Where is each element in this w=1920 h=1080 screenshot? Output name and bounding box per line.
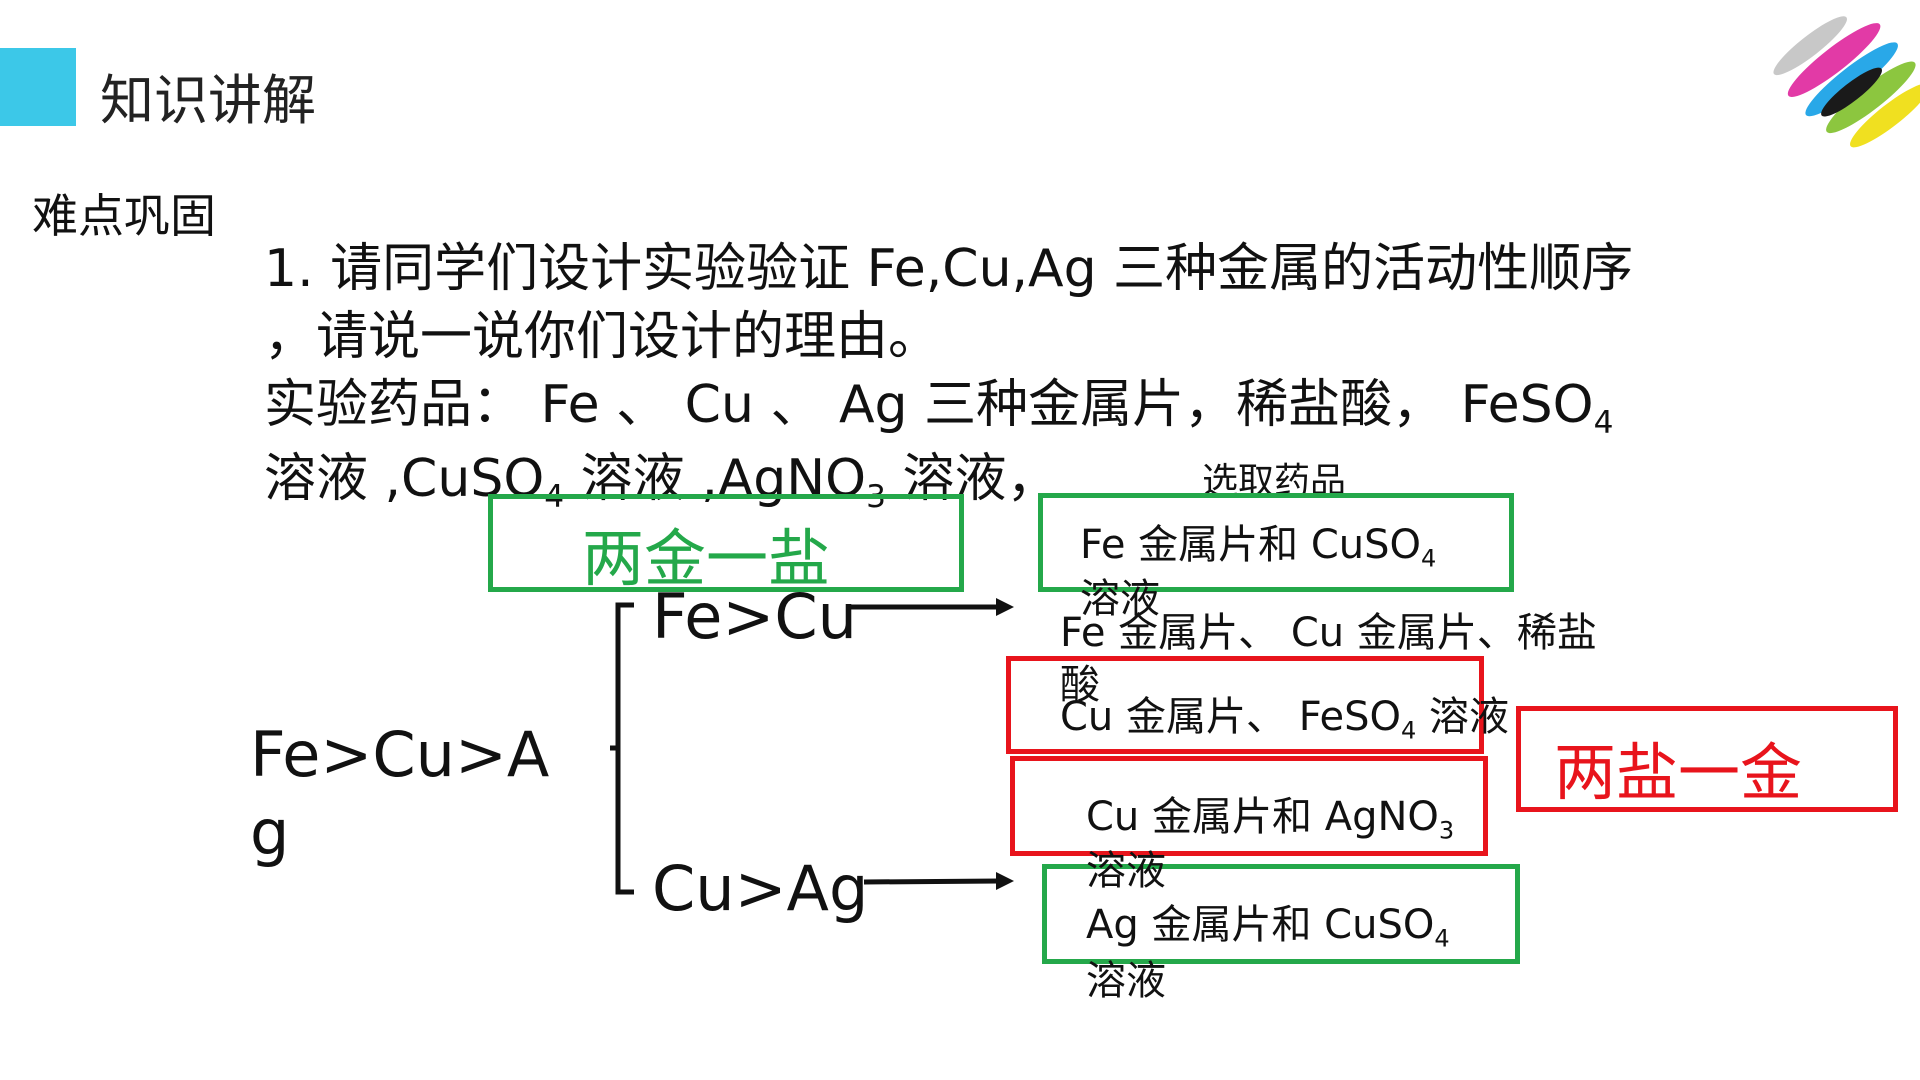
reagents-agno3: 溶液 ,AgNO	[564, 449, 867, 509]
option-ag-cuso4-sub: 4	[1434, 924, 1450, 953]
option-cu-feso4-suffix: 溶液	[1416, 694, 1510, 740]
option-fe-cuso4-text: Fe 金属片和 CuSO	[1080, 522, 1422, 568]
activity-order-line-1: Fe>Cu>A	[250, 718, 550, 791]
activity-order-line-2: g	[250, 796, 290, 869]
option-cu-agno3-text: Cu 金属片和 AgNO	[1086, 794, 1439, 840]
option-fe-cuso4: Fe 金属片和 CuSO4	[1080, 512, 1436, 570]
option-fe-cu-hcl: Fe 金属片、 Cu 金属片、稀盐	[1060, 610, 1597, 656]
option-cu-feso4-sub: 4	[1401, 716, 1417, 745]
option-cu-agno3-box	[1010, 756, 1488, 856]
two-metal-one-salt-box	[488, 494, 964, 592]
reagents-tail: 溶液，	[885, 449, 1059, 509]
option-cu-feso4: Cu 金属片、 FeSO4 溶液	[1060, 684, 1509, 742]
option-ag-cuso4: Ag 金属片和 CuSO4	[1086, 892, 1450, 950]
feso4-subscript: 4	[1593, 404, 1614, 441]
branch-fe-cu: Fe>Cu	[652, 580, 857, 653]
brand-logo-icon	[1773, 16, 1920, 148]
option-ag-cuso4-box	[1042, 864, 1520, 964]
option-fe-cuso4-line-2: 溶液	[1080, 576, 1160, 622]
option-fe-cuso4-sub: 4	[1421, 544, 1437, 573]
branch-cu-ag: Cu>Ag	[652, 852, 869, 925]
arrow-bottom-line	[863, 878, 1001, 885]
question-line-1: 1. 请同学们设计实验验证 Fe,Cu,Ag 三种金属的活动性顺序	[264, 239, 1634, 299]
option-fe-cu-hcl-line-2: 酸	[1060, 662, 1100, 708]
reagents-cuso4: 溶液 ,CuSO	[264, 449, 545, 509]
two-salt-one-metal-box	[1516, 706, 1898, 812]
arrow-top-head	[996, 598, 1014, 616]
bracket-line	[615, 602, 634, 895]
two-metal-one-salt-label: 两金一盐	[582, 522, 831, 595]
page-title: 知识讲解	[100, 69, 316, 132]
section-label: 难点巩固	[32, 189, 216, 243]
question-line-2: ，请说一说你们设计的理由。	[264, 307, 941, 367]
option-ag-cuso4-text: Ag 金属片和 CuSO	[1086, 902, 1435, 948]
option-cu-agno3-line-2: 溶液	[1086, 848, 1166, 894]
header-accent-bar	[0, 48, 76, 126]
reagents-line-2: 溶液 ,CuSO4 溶液 ,AgNO3 溶液，	[264, 436, 1059, 513]
option-cu-agno3: Cu 金属片和 AgNO3	[1086, 784, 1454, 842]
option-cu-agno3-sub: 3	[1438, 816, 1455, 845]
option-cu-feso4-box	[1006, 656, 1484, 754]
arrow-bottom-head	[996, 872, 1014, 890]
option-cu-feso4-text: Cu 金属片、 FeSO	[1060, 694, 1402, 740]
two-salt-one-metal-label: 两盐一金	[1554, 736, 1803, 809]
reagents-prefix: 实验药品： Fe 、 Cu 、 Ag 三种金属片，稀盐酸， FeSO	[264, 375, 1594, 435]
reagents-line-1: 实验药品： Fe 、 Cu 、 Ag 三种金属片，稀盐酸， FeSO4	[264, 362, 1613, 439]
option-ag-cuso4-line-2: 溶液	[1086, 958, 1166, 1004]
option-fe-cuso4-box	[1038, 493, 1514, 592]
